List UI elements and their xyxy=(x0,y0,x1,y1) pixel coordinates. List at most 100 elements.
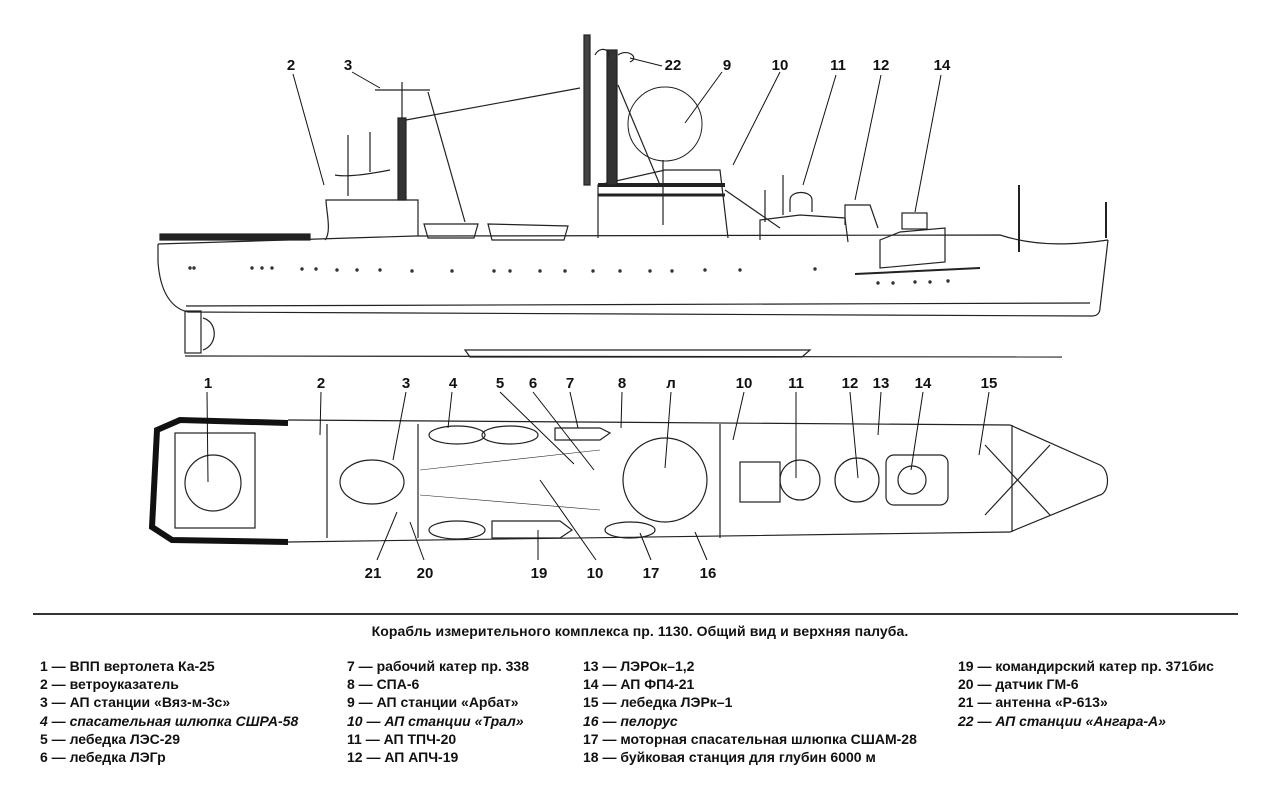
leader-22-side xyxy=(629,57,663,67)
leader-9-side xyxy=(684,71,723,124)
caption-rule xyxy=(33,613,1238,615)
legend-item: 2 — ветроуказатель xyxy=(40,676,179,693)
leader-10b-plan xyxy=(539,479,597,561)
rigging xyxy=(724,189,781,229)
leader-20-plan xyxy=(409,521,425,561)
callout-label: 3 xyxy=(402,375,410,392)
arbat-plan-circle xyxy=(622,437,708,523)
leader-17-plan xyxy=(639,532,652,561)
legend-column-1: 1 — ВПП вертолета Ка-25 2 — ветроуказател… xyxy=(40,657,298,766)
leader-10-side xyxy=(732,71,781,166)
callout-label: 20 xyxy=(417,565,434,582)
leader-3-plan xyxy=(392,391,407,461)
aft-superstructure xyxy=(324,199,419,241)
fp421-plan xyxy=(885,454,949,506)
legend-item: 11 — АП ТПЧ-20 xyxy=(347,730,457,747)
angara-antenna xyxy=(594,48,635,63)
helideck-square xyxy=(174,432,256,529)
callout-label: 8 xyxy=(618,375,626,392)
helipad-circle xyxy=(184,454,242,512)
work-boat-7 xyxy=(554,427,612,441)
boat-side xyxy=(487,223,569,241)
callout-label: 7 xyxy=(566,375,574,392)
legend-item: 6 — лебедка ЛЭГр xyxy=(40,749,166,766)
legend-item: 10 — АП станции «Трал» xyxy=(347,712,524,729)
legend-item: 14 — АП ФП4-21 xyxy=(583,676,695,693)
tpch20-mount xyxy=(789,191,813,212)
legend-item: 3 — АП станции «Вяз-м-3с» xyxy=(40,694,231,711)
legend-item: 8 — СПА-6 xyxy=(347,676,420,693)
callout-label: л xyxy=(666,375,676,392)
leader-21-plan xyxy=(376,511,398,561)
legend-item: 4 — спасательная шлюпка СШРА-58 xyxy=(40,712,299,729)
leader-10-plan xyxy=(732,391,745,441)
leader-11-side xyxy=(802,74,837,186)
legend-item: 22 — АП станции «Ангара-А» xyxy=(958,712,1166,729)
leader-7-plan xyxy=(569,391,579,429)
leader-8-plan xyxy=(620,391,623,429)
legend-item: 18 — буйковая станция для глубин 6000 м xyxy=(583,749,876,766)
leader-3-side xyxy=(351,71,381,89)
rigging xyxy=(617,84,661,186)
foremast xyxy=(606,49,618,186)
callout-label: 1 xyxy=(204,375,212,392)
leader-13-plan xyxy=(877,391,882,436)
leader-l-plan xyxy=(664,391,672,469)
boat-side xyxy=(423,223,479,239)
helideck-netting xyxy=(159,233,311,241)
mainmast-aft xyxy=(397,117,407,201)
callout-label: 11 xyxy=(788,375,804,392)
fp421-mount xyxy=(901,212,928,230)
lattice-mast xyxy=(583,34,591,186)
lifeboat-17-forward xyxy=(604,521,656,539)
callout-label: 19 xyxy=(531,565,548,582)
legend-item: 17 — моторная спасательная шлюпка СШАМ-2… xyxy=(583,730,917,747)
callout-label: 5 xyxy=(496,375,504,392)
callout-label: 13 xyxy=(873,375,890,392)
lifeboat-17 xyxy=(428,520,486,540)
callout-label: 22 xyxy=(665,57,682,74)
forecast-line xyxy=(854,267,981,275)
legend-item: 13 — ЛЭРОк–1,2 xyxy=(583,658,695,674)
centerline xyxy=(419,449,601,471)
legend-item: 7 — рабочий катер пр. 338 xyxy=(347,658,530,674)
leader-2-plan xyxy=(319,391,322,436)
apch19-mount xyxy=(844,204,879,229)
leader-15-plan xyxy=(978,391,990,456)
legend-item: 20 — датчик ГМ-6 xyxy=(958,676,1079,693)
leader-14-side xyxy=(914,74,942,213)
bilge-keel xyxy=(463,349,812,358)
vyaz-antenna-plan xyxy=(339,459,405,505)
leader-14-plan xyxy=(910,391,924,471)
rudder xyxy=(184,310,202,354)
apch19-plan xyxy=(834,457,880,503)
callout-label: 11 xyxy=(830,57,846,74)
leader-1-plan xyxy=(206,391,209,483)
callout-label: 15 xyxy=(981,375,998,392)
bridge-plan xyxy=(739,461,781,503)
leader-4-plan xyxy=(447,391,453,429)
callout-label: 9 xyxy=(723,57,731,74)
legend-item: 12 — АП АПЧ-19 xyxy=(347,749,459,766)
ship-drawing: 232291011121412345678л101112131415212019… xyxy=(148,34,1109,582)
leader-16-plan xyxy=(694,531,708,561)
legend-item: 16 — пелорус xyxy=(583,712,678,729)
callout-label: 4 xyxy=(449,375,458,392)
legend-item: 1 — ВПП вертолета Ка-25 xyxy=(40,658,215,674)
legend-item: 9 — АП станции «Арбат» xyxy=(347,694,519,711)
legend-item: 15 — лебедка ЛЭРк–1 xyxy=(583,694,733,711)
tpch20-plan xyxy=(779,459,821,501)
anchor-chain xyxy=(984,444,1051,516)
leader-12-plan xyxy=(849,391,859,479)
aft-antenna-platform xyxy=(334,169,391,177)
figure-caption: Корабль измерительного комплекса пр. 113… xyxy=(371,623,909,639)
main-deck xyxy=(157,234,1109,245)
portholes xyxy=(188,266,950,285)
leader-12-side xyxy=(854,74,882,201)
stay-aft xyxy=(405,87,581,121)
side-profile-view xyxy=(157,34,1109,358)
